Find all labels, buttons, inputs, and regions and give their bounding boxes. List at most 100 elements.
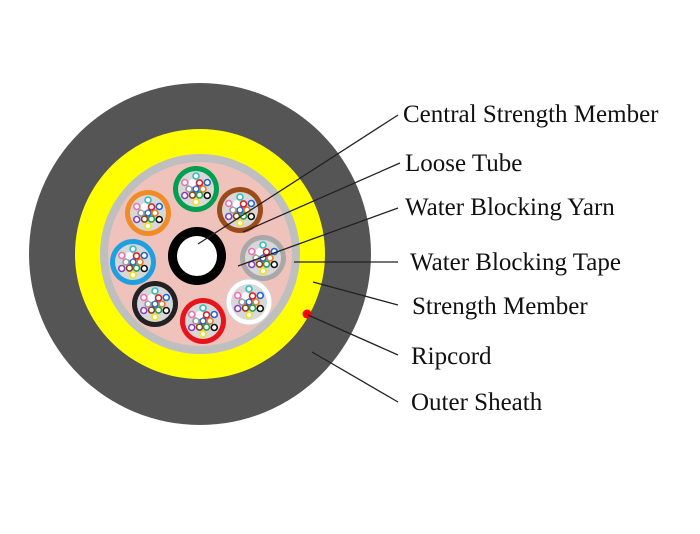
optical-fiber (140, 264, 149, 273)
label-ripcord: Ripcord (411, 343, 492, 370)
central-strength-member-core (177, 236, 217, 276)
leader-line-loose-tube (242, 162, 401, 233)
optical-fiber (147, 306, 156, 314)
optical-fiber (202, 311, 211, 319)
optical-fiber (270, 260, 279, 269)
optical-fiber (147, 215, 156, 223)
leader-line-ripcord (307, 314, 399, 356)
loose-tube (173, 166, 219, 212)
optical-fiber (117, 251, 126, 260)
optical-fiber (137, 209, 145, 217)
optical-fiber (210, 310, 219, 319)
optical-fiber (233, 304, 242, 313)
loose-tube (225, 278, 273, 326)
loose-tube (132, 281, 178, 327)
optical-fiber (151, 300, 159, 308)
optical-fiber (255, 248, 264, 256)
optical-fiber (155, 215, 164, 224)
optical-fiber (185, 185, 193, 193)
optical-fiber (236, 219, 244, 227)
optical-fiber (192, 317, 200, 325)
optical-fiber (262, 248, 271, 256)
optical-fiber (199, 304, 207, 312)
optical-fiber (210, 323, 219, 332)
optical-fiber (125, 252, 134, 260)
optical-fiber (248, 292, 257, 300)
optical-fiber (180, 178, 189, 187)
optical-fiber (154, 306, 163, 314)
optical-fiber (144, 222, 152, 230)
optical-fiber (229, 206, 237, 214)
optical-fiber (129, 271, 137, 279)
optical-fiber (252, 298, 260, 306)
loose-tubes (110, 166, 286, 344)
optical-fiber (136, 258, 144, 266)
optical-fiber (139, 293, 148, 302)
optical-fiber (203, 191, 212, 200)
optical-fiber (187, 323, 196, 332)
optical-fiber (195, 311, 204, 319)
optical-fiber (147, 294, 156, 302)
optical-fiber (259, 267, 267, 275)
optical-fiber (125, 264, 134, 272)
optical-fiber (245, 285, 253, 293)
optical-fiber (241, 292, 250, 300)
label-strength-member: Strength Member (412, 293, 588, 320)
label-central-strength-member: Central Strength Member (403, 101, 659, 128)
optical-fiber (256, 304, 265, 313)
optical-fiber (247, 212, 256, 221)
optical-fiber (245, 298, 253, 306)
optical-fiber (195, 191, 204, 199)
optical-fiber (259, 241, 267, 249)
optical-fiber (188, 191, 197, 199)
optical-fiber (144, 209, 152, 217)
optical-fiber (195, 179, 204, 187)
optical-fiber (266, 254, 274, 262)
optical-fiber (247, 199, 256, 208)
optical-fiber (248, 304, 257, 312)
optical-fiber (202, 323, 211, 331)
optical-fiber (140, 203, 149, 211)
optical-fiber (192, 185, 200, 193)
optical-fiber (122, 258, 130, 266)
optical-fiber (199, 330, 207, 338)
optical-fiber (140, 215, 149, 223)
optical-fiber (162, 306, 171, 315)
optical-fiber (192, 198, 200, 206)
optical-fiber (233, 291, 242, 300)
cable-cross-section (29, 83, 371, 425)
leader-line-outer-sheath (311, 351, 399, 403)
leader-lines (197, 114, 401, 403)
optical-fiber (144, 300, 152, 308)
optical-fiber (188, 179, 197, 187)
optical-fiber (147, 203, 156, 211)
optical-fiber (203, 178, 212, 187)
optical-fiber (255, 260, 264, 268)
optical-fiber (236, 193, 244, 201)
optical-fiber (117, 264, 126, 273)
loose-tube (240, 235, 286, 281)
optical-fiber (245, 311, 253, 319)
optical-fiber (199, 185, 207, 193)
optical-fiber (199, 317, 207, 325)
optical-fiber (155, 202, 164, 211)
optical-fiber (151, 287, 159, 295)
optical-fiber (236, 206, 244, 214)
optical-fiber (247, 247, 256, 256)
optical-fiber (154, 294, 163, 302)
optical-fiber (241, 304, 250, 312)
leader-line-strength-member (312, 281, 399, 306)
optical-fiber (151, 209, 159, 217)
optical-fiber (151, 313, 159, 321)
loose-tube (125, 190, 171, 236)
optical-fiber (262, 260, 271, 268)
optical-fiber (192, 172, 200, 180)
loose-tube (180, 298, 226, 344)
label-outer-sheath: Outer Sheath (411, 389, 543, 416)
optical-fiber (232, 200, 241, 208)
optical-fiber (224, 199, 233, 208)
optical-fiber (162, 293, 171, 302)
optical-fiber (140, 251, 149, 260)
optical-fiber (256, 291, 265, 300)
